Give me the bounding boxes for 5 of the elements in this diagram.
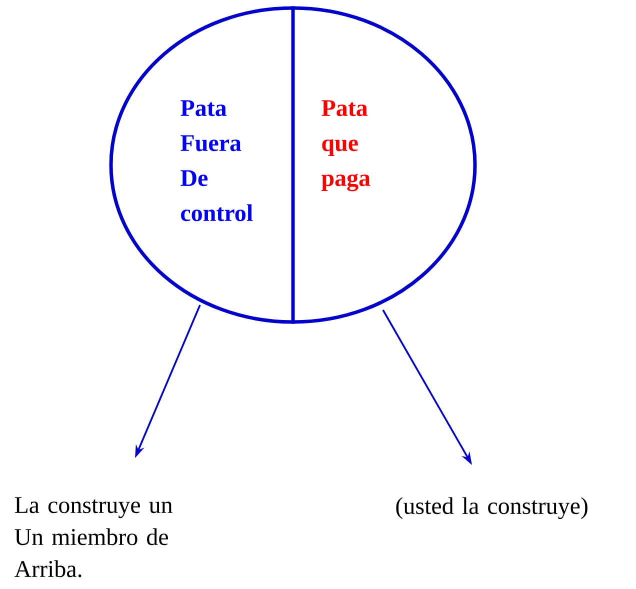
label-text: Pata que paga [322,100,370,192]
label-text: (usted la construye) [396,497,588,520]
split-ellipse [109,6,477,324]
label-text: Pata Fuera De control [180,100,253,222]
label-text: La construye un Un miembro de Arriba. [14,497,172,578]
